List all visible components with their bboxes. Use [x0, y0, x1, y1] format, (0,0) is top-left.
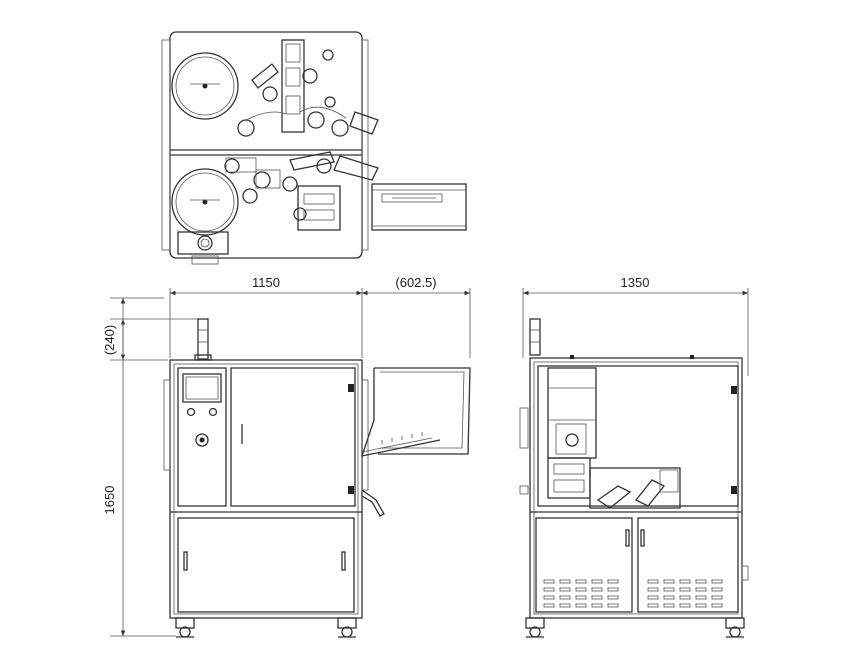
- extension-width-label: (602.5): [395, 275, 436, 290]
- dimension-extension-width: (602.5): [362, 275, 471, 358]
- front-signal-beacon: [194, 318, 212, 361]
- dimension-side-width: 1350: [522, 275, 749, 376]
- side-signal-beacon: [529, 318, 541, 356]
- side-vents-left: [543, 579, 619, 608]
- lower-reel: [171, 168, 239, 236]
- front-view: 1150 (602.5) (240) 1650: [102, 275, 471, 638]
- central-mechanism: [237, 39, 379, 137]
- side-casters: [525, 617, 745, 638]
- front-lower-door: [177, 517, 355, 613]
- total-height-label: 1650: [102, 486, 117, 515]
- beacon-height-label: (240): [102, 325, 117, 355]
- control-panel: [177, 367, 227, 507]
- lower-mechanism: [224, 151, 379, 231]
- top-view: [161, 31, 467, 265]
- side-view: 1350: [519, 275, 749, 638]
- dimension-total-height: 1650: [102, 297, 176, 637]
- emergency-stop-icon: [195, 433, 209, 447]
- hmi-screen: [182, 373, 222, 403]
- top-extension-tray: [371, 183, 467, 231]
- dimension-beacon-height: (240): [102, 318, 200, 361]
- upper-reel: [171, 52, 239, 120]
- front-upper-door: [230, 367, 356, 507]
- front-casters: [175, 617, 357, 638]
- side-lower-doors: [535, 517, 739, 613]
- front-extension-tray: [361, 367, 471, 517]
- side-internal-mechanism: [547, 367, 681, 509]
- side-vents-right: [647, 579, 723, 608]
- dimension-front-width: 1150: [169, 275, 363, 358]
- side-width-label: 1350: [621, 275, 650, 290]
- front-width-label: 1150: [252, 275, 280, 290]
